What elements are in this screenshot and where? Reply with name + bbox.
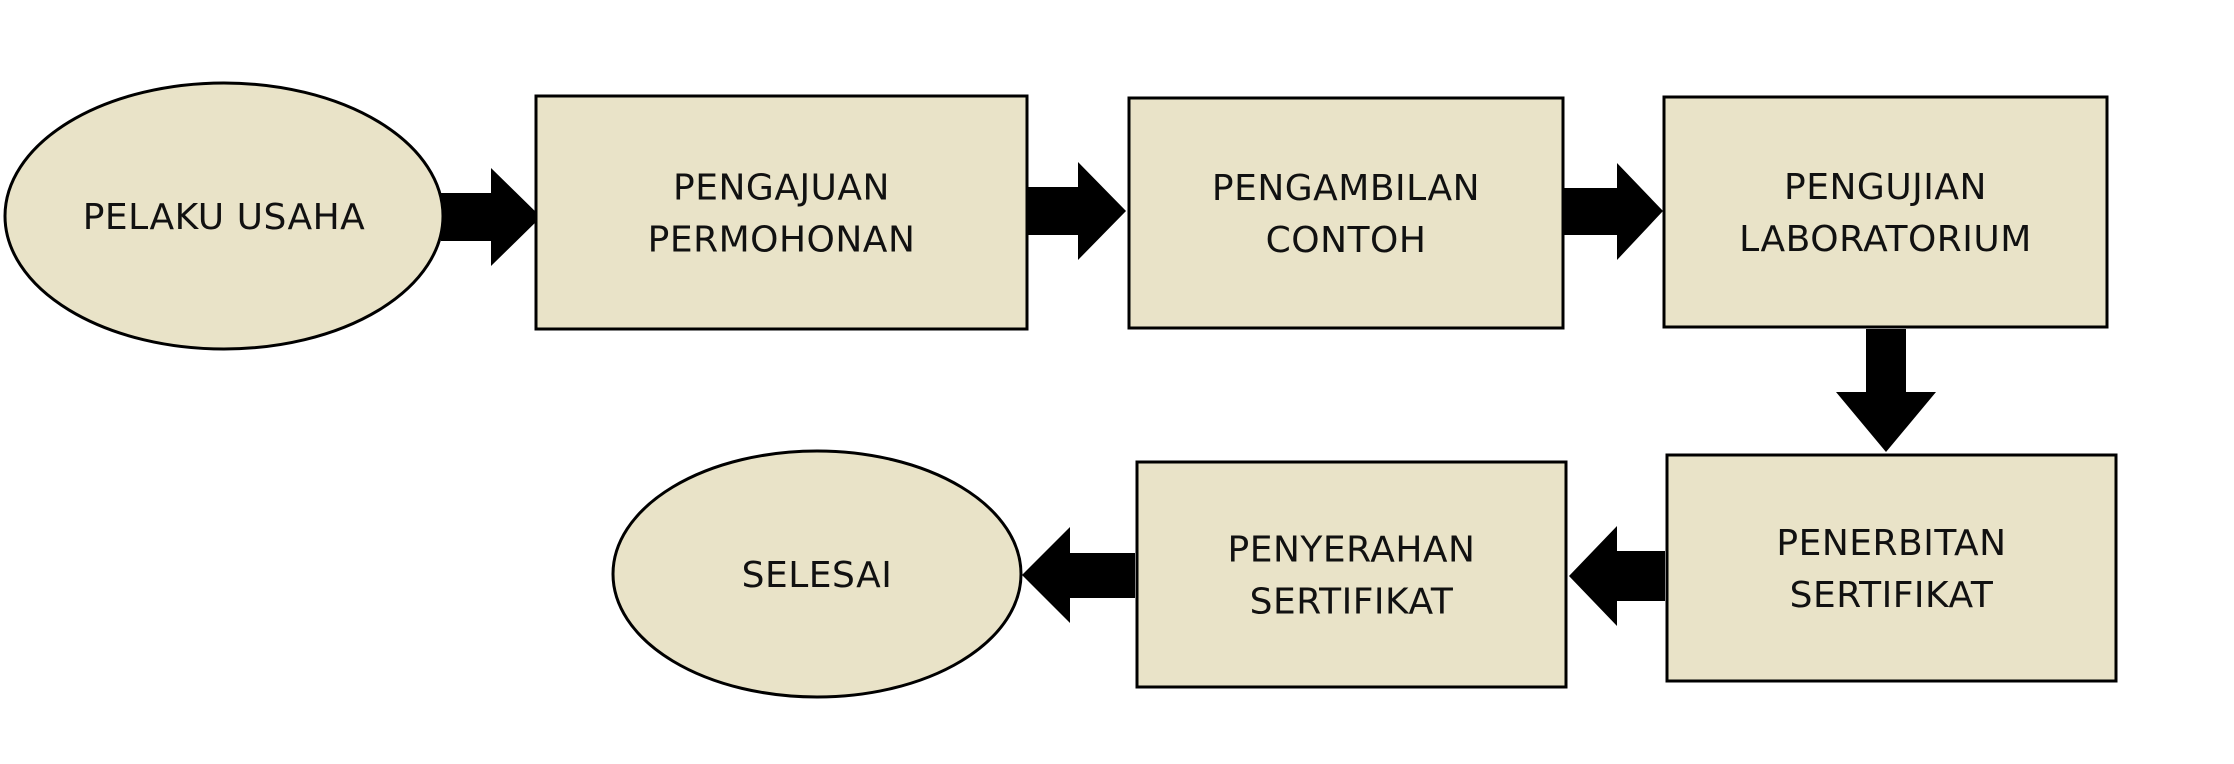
node-pengambilan-contoh: PENGAMBILAN CONTOH: [1127, 96, 1565, 330]
pengajuan-permohonan-label-line-2: PERMOHONAN: [648, 220, 916, 261]
pengajuan-permohonan-rect: [534, 94, 1029, 331]
selesai-ellipse: [611, 449, 1023, 699]
pengajuan-permohonan-label-line-1: PENGAJUAN: [673, 168, 890, 209]
node-pengajuan-permohonan: PENGAJUAN PERMOHONAN: [534, 94, 1029, 331]
selesai-label-line-1: SELESAI: [742, 555, 893, 596]
pelaku-usaha-ellipse: [3, 81, 445, 351]
penerbitan-sertifikat-label-line-2: SERTIFIKAT: [1790, 575, 1994, 616]
pengujian-laboratorium-label-line-1: PENGUJIAN: [1784, 167, 1987, 208]
penyerahan-sertifikat-rect: [1135, 460, 1568, 689]
arrow-penyerahan-sertifikat-to-selesai: [1022, 527, 1135, 623]
penyerahan-sertifikat-label-line-1: PENYERAHAN: [1228, 530, 1476, 571]
arrow-pengambilan-contoh-to-pengujian-laboratorium: [1564, 163, 1663, 260]
edges-layer: [441, 162, 1936, 626]
penerbitan-sertifikat-label-line-1: PENERBITAN: [1776, 523, 2006, 564]
nodes-layer: PELAKU USAHA PENGAJUAN PERMOHONAN PENGAMBIL…: [3, 81, 2118, 699]
pengujian-laboratorium-label-line-2: LABORATORIUM: [1739, 219, 2032, 260]
node-pelaku-usaha: PELAKU USAHA: [3, 81, 445, 351]
arrow-pengajuan-permohonan-to-pengambilan-contoh: [1028, 162, 1126, 260]
node-penyerahan-sertifikat: PENYERAHAN SERTIFIKAT: [1135, 460, 1568, 689]
arrow-penerbitan-sertifikat-to-penyerahan-sertifikat: [1569, 526, 1665, 626]
node-selesai: SELESAI: [611, 449, 1023, 699]
pelaku-usaha-label-line-1: PELAKU USAHA: [83, 197, 366, 238]
penyerahan-sertifikat-label-line-2: SERTIFIKAT: [1250, 582, 1454, 623]
pengambilan-contoh-rect: [1127, 96, 1565, 330]
node-pengujian-laboratorium: PENGUJIAN LABORATORIUM: [1662, 95, 2109, 329]
arrow-pelaku-usaha-to-pengajuan-permohonan: [441, 168, 541, 266]
node-penerbitan-sertifikat: PENERBITAN SERTIFIKAT: [1665, 453, 2118, 683]
pengujian-laboratorium-rect: [1662, 95, 2109, 329]
penerbitan-sertifikat-rect: [1665, 453, 2118, 683]
pengambilan-contoh-label-line-2: CONTOH: [1266, 220, 1427, 261]
pengambilan-contoh-label-line-1: PENGAMBILAN: [1212, 168, 1480, 209]
arrow-pengujian-laboratorium-to-penerbitan-sertifikat: [1836, 329, 1936, 452]
